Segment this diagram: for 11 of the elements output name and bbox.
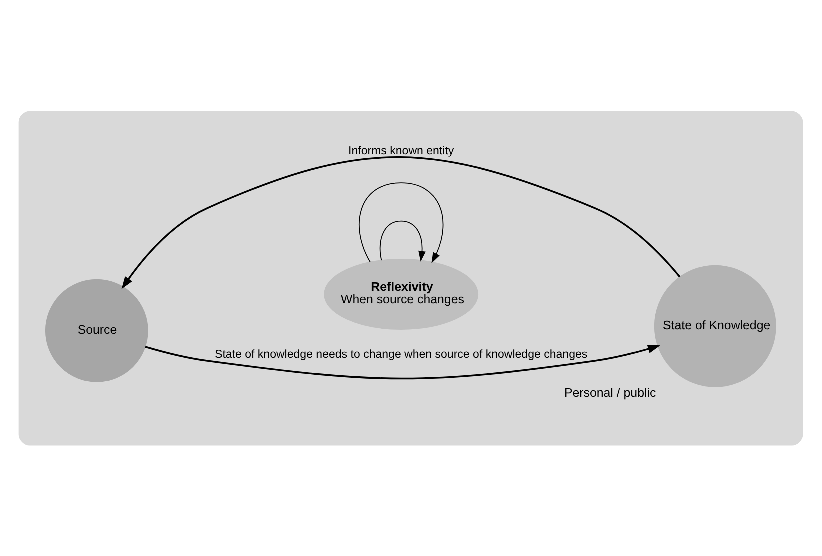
arrow <box>380 220 426 262</box>
node-ellipse: Reflexivity When source changes <box>324 258 479 330</box>
edge-label: Informs known entity <box>348 145 454 158</box>
node-label: Personal / public <box>564 386 656 400</box>
node-circle: State of Knowledge <box>654 264 776 387</box>
edge-label: State of knowledge needs to change when source of knowledge changes <box>215 348 588 360</box>
arrow <box>122 156 681 289</box>
arrow <box>145 344 660 380</box>
arrow <box>358 182 444 263</box>
cluster <box>18 110 804 446</box>
node-circle: Source <box>45 278 148 382</box>
